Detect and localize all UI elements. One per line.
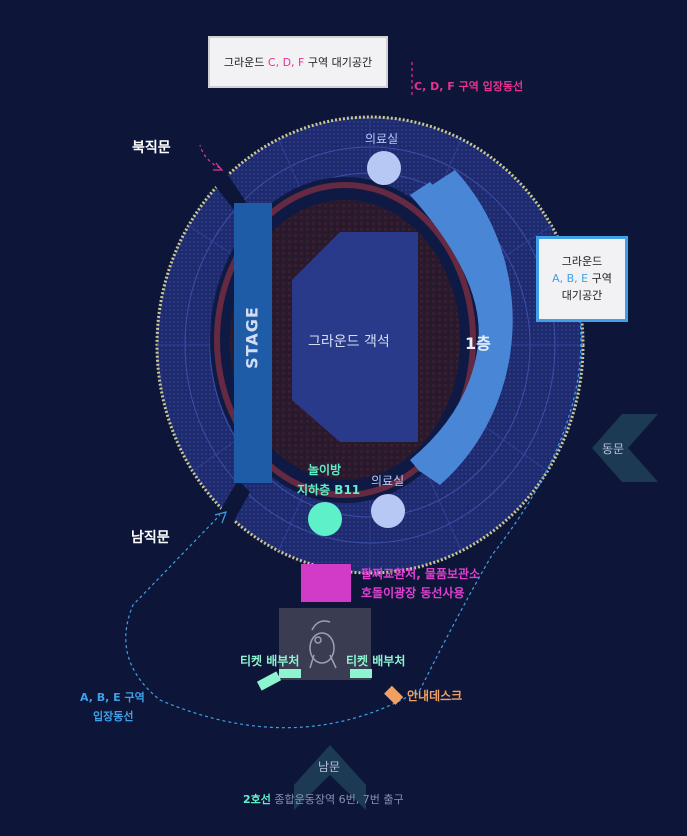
- abe-box-line3: 대기공간: [561, 289, 603, 302]
- floor-1-label: 1층: [465, 334, 491, 353]
- ground-seats-block[interactable]: [292, 232, 418, 442]
- ticket-right-label: 티켓 배부처: [346, 654, 406, 668]
- route-abe-arrow: [214, 511, 227, 524]
- route-cdf-label: C, D, F 구역 입장동선: [414, 80, 524, 93]
- ticket-booth-right[interactable]: [350, 669, 372, 678]
- cdf-box-sections: C, D, F: [267, 56, 305, 69]
- ground-seats-label: 그라운드 객석: [308, 334, 390, 350]
- ticket-booth-left[interactable]: [279, 669, 301, 678]
- medical-bottom-label: 의료실: [371, 474, 405, 488]
- info-desk-marker[interactable]: [384, 685, 404, 705]
- medical-top-label: 의료실: [365, 132, 399, 146]
- gate-north-label: 북직문: [132, 140, 171, 156]
- gate-east-label: 동문: [602, 442, 625, 456]
- route-cdf-line: [199, 62, 413, 169]
- medical-top-marker[interactable]: [367, 151, 401, 185]
- stage-label: STAGE: [242, 306, 262, 369]
- gate-south-label: 남직문: [131, 530, 170, 546]
- route-abe-line: [125, 319, 582, 729]
- cdf-box-suffix: 구역 대기공간: [304, 56, 373, 69]
- hodori-mascot-icon: [309, 620, 337, 669]
- abe-box-sections: A, B, E: [552, 272, 589, 285]
- subway-text: 종합운동장역 6번, 7번 출구: [270, 793, 404, 806]
- floor-1-section[interactable]: [418, 170, 513, 485]
- ticket-booth-far-left[interactable]: [256, 671, 282, 691]
- south-gate-chevron-icon: [294, 745, 366, 810]
- east-gate-chevron-icon: [592, 414, 658, 482]
- cdf-waiting-box: 그라운드 C, D, F 구역 대기공간: [208, 36, 388, 88]
- subway-line: 2호선: [243, 793, 271, 806]
- floor-1-arc: [410, 182, 504, 472]
- playroom-label-1: 놀이방: [308, 463, 342, 477]
- abe-box-suffix: 구역: [588, 272, 612, 285]
- playroom-marker[interactable]: [308, 502, 342, 536]
- route-cdf-arrow: [213, 162, 224, 171]
- stage[interactable]: [234, 203, 272, 483]
- abe-box-line1: 그라운드: [561, 255, 603, 268]
- playroom-label-2: 지하층 B11: [297, 483, 361, 497]
- route-abe-label-2: 입장동선: [93, 710, 134, 723]
- subway-info: 2호선 종합운동장역 6번, 7번 출구: [243, 791, 404, 807]
- goods-exchange-box[interactable]: [301, 564, 351, 602]
- goods-label-1: 팔찌교환처, 물품보관소: [361, 567, 481, 581]
- abe-waiting-box: 그라운드 A, B, E 구역 대기공간: [536, 236, 628, 322]
- route-abe-label-1: A, B, E 구역: [80, 691, 145, 704]
- medical-bottom-marker[interactable]: [371, 494, 405, 528]
- goods-label-2: 호돌이광장 동선사용: [361, 586, 465, 600]
- ticket-left-label: 티켓 배부처: [240, 654, 300, 668]
- gate-main-south-label: 남문: [318, 760, 341, 774]
- hodori-plaza: [279, 608, 371, 680]
- info-desk-label: 안내데스크: [407, 689, 463, 703]
- cdf-box-prefix: 그라운드: [223, 56, 268, 69]
